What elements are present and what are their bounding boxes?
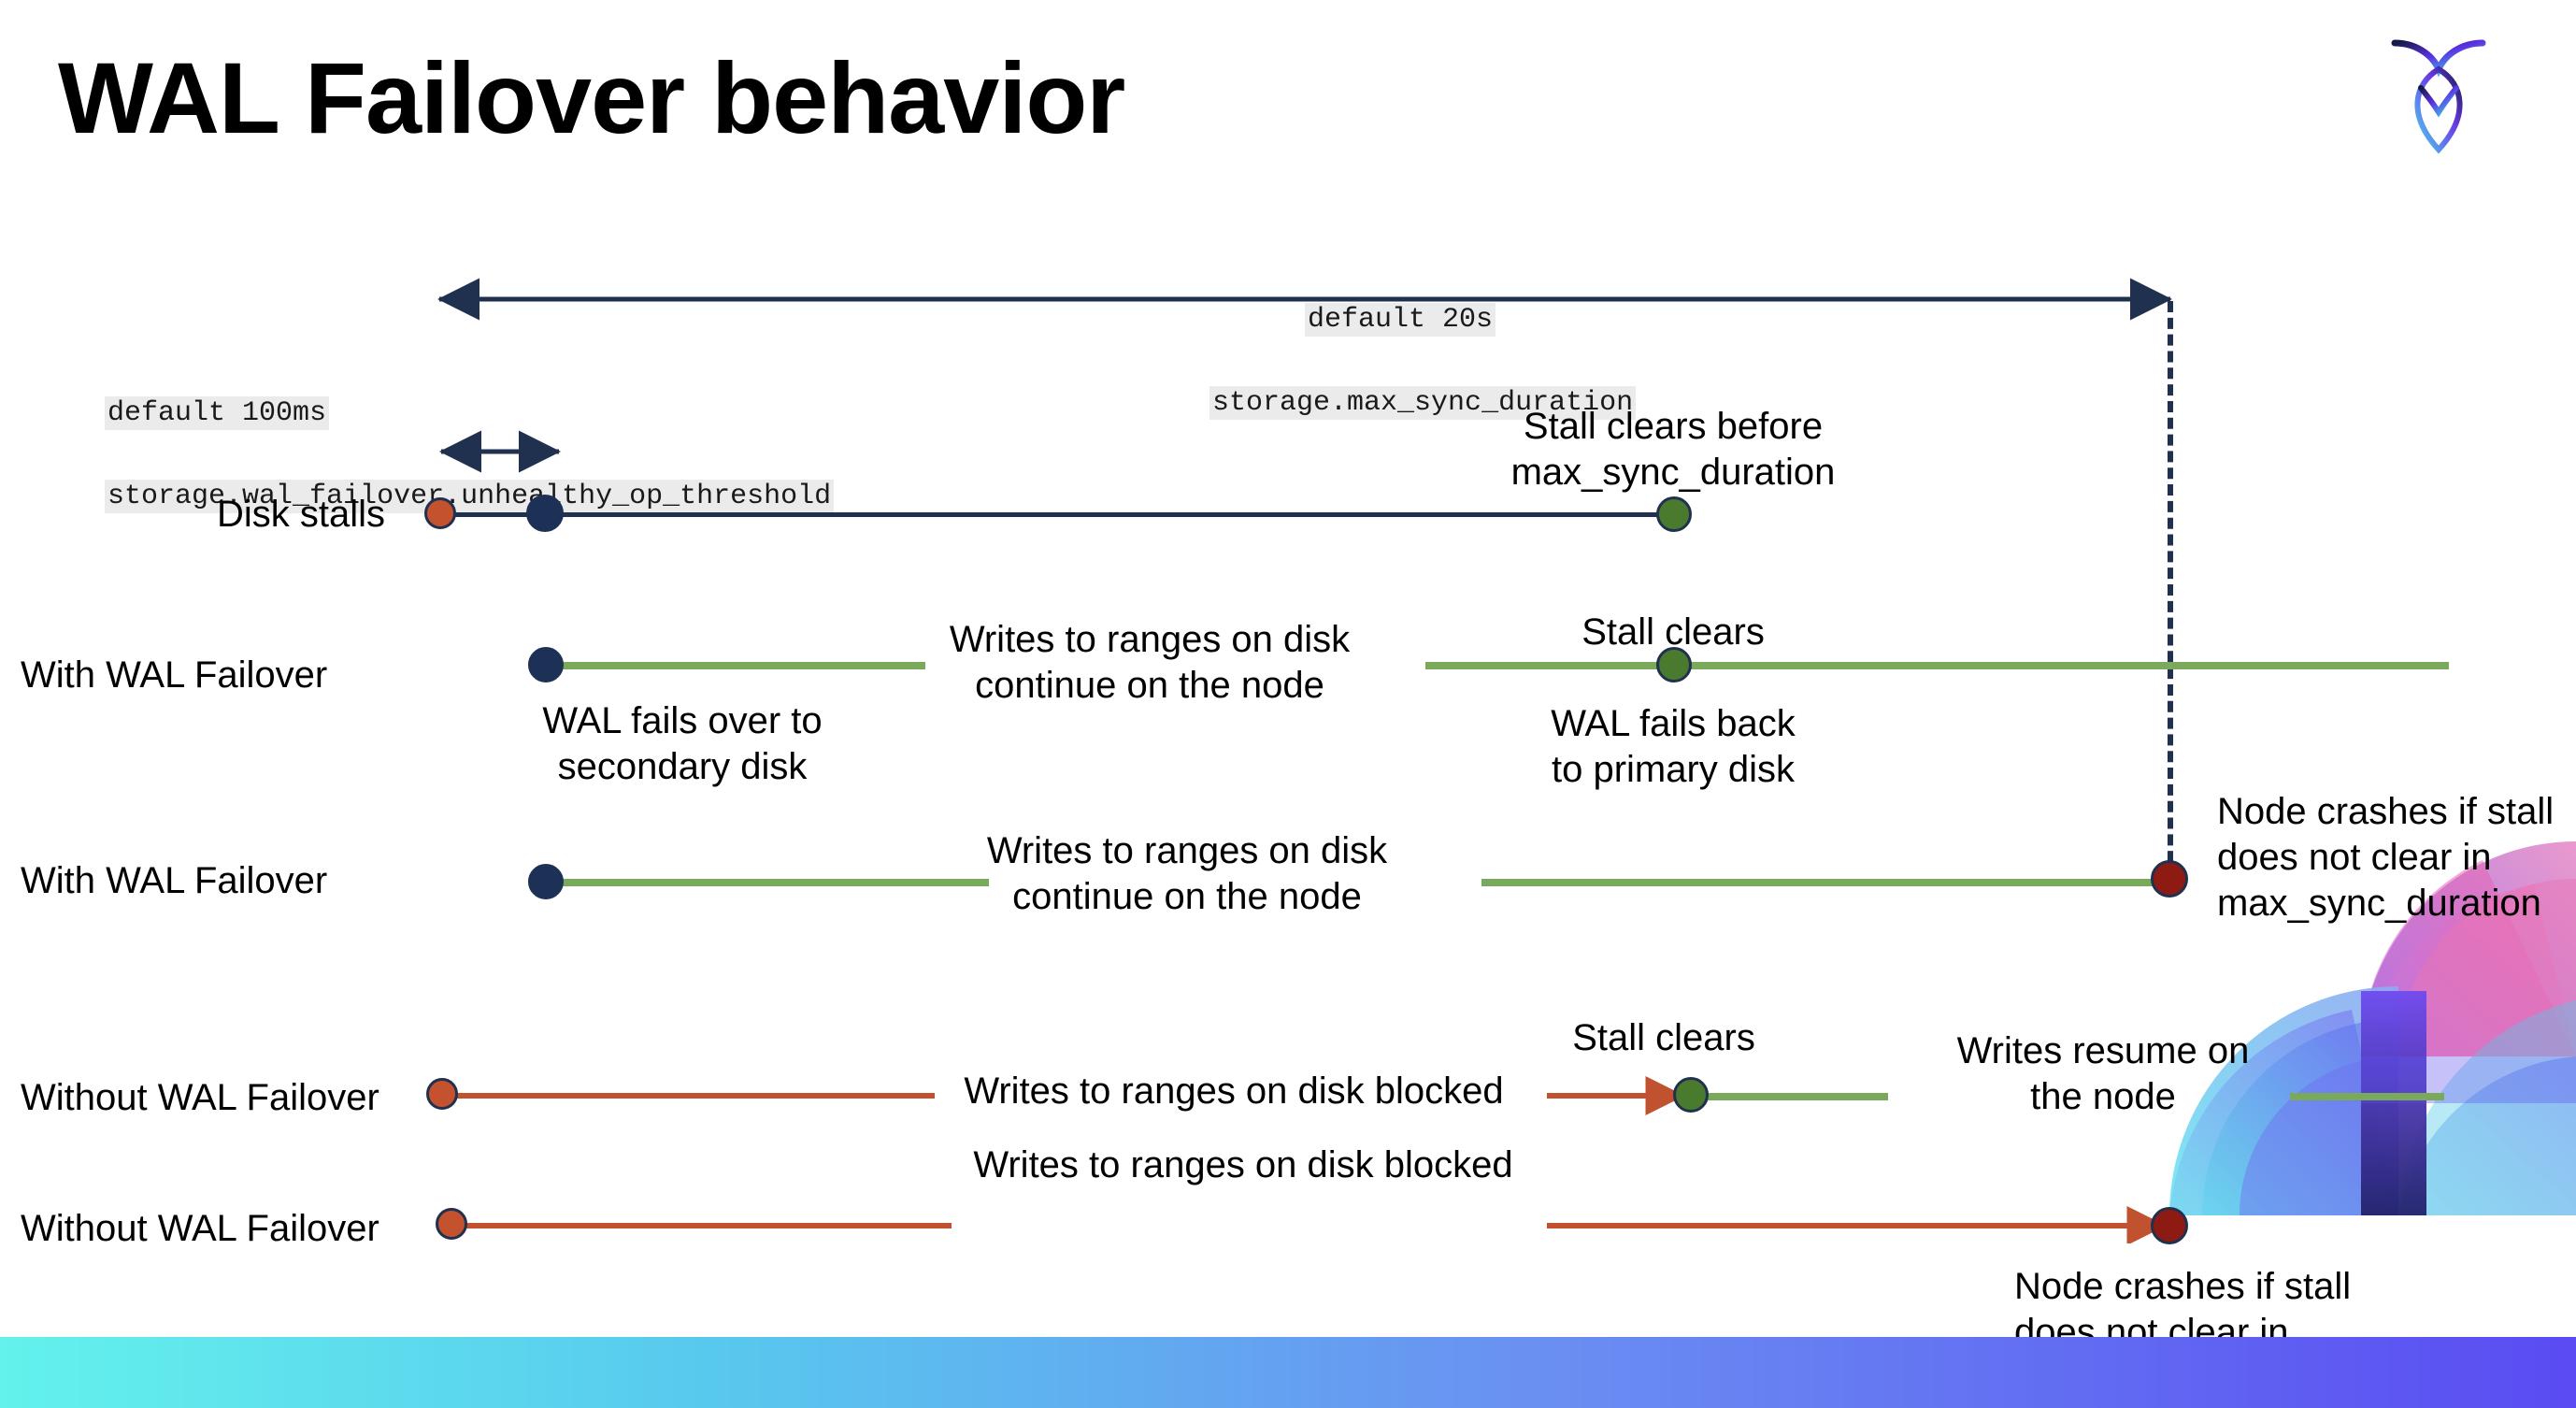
stall-clears-dot-row1 bbox=[1656, 496, 1692, 532]
note-stall-clears-row2: Stall clears bbox=[1581, 611, 1765, 653]
note-writes-continue-row2: Writes to ranges on disk continue on the… bbox=[949, 619, 1351, 706]
page-title: WAL Failover behavior bbox=[58, 41, 1125, 154]
bottom-gradient-bar bbox=[0, 1337, 2576, 1408]
unhealthy-op-setting-label: storage.wal_failover.unhealthy_op_thresh… bbox=[105, 480, 835, 514]
note-stall-clears-row4: Stall clears bbox=[1572, 1017, 1755, 1058]
max-sync-duration-setting-chip: default 20s storage.max_sync_duration bbox=[1142, 258, 1637, 466]
max-sync-default-label: default 20s bbox=[1304, 303, 1496, 338]
without-wal-failover-blocked-segment-row4 bbox=[447, 1093, 935, 1099]
note-writes-resume-row4: Writes resume on the node bbox=[1956, 1030, 2250, 1117]
note-writes-blocked-row5: Writes to ranges on disk blocked bbox=[973, 1144, 1513, 1185]
node-crash-dot-row3 bbox=[2151, 860, 2188, 898]
node-crash-dot-row5 bbox=[2151, 1207, 2188, 1244]
disk-stall-start-dot bbox=[424, 497, 456, 529]
row-label-disk-stalls: Disk stalls bbox=[216, 494, 385, 535]
max-sync-duration-dashed-connector bbox=[2168, 301, 2173, 879]
wal-failover-trigger-dot-row3 bbox=[528, 864, 564, 899]
disk-stall-start-dot-row4 bbox=[426, 1078, 458, 1110]
wal-failover-trigger-dot-row2 bbox=[528, 647, 564, 682]
without-wal-failover-blocked-segment-row5 bbox=[456, 1223, 952, 1228]
unhealthy-op-threshold-setting-chip: default 100ms storage.wal_failover.unhea… bbox=[37, 352, 835, 559]
note-stall-clears-before-max-sync: Stall clears before max_sync_duration bbox=[1510, 406, 1836, 493]
with-wal-failover-crash-segment-b bbox=[1481, 879, 2173, 886]
with-wal-failover-segment-a bbox=[540, 662, 925, 669]
with-wal-failover-segment-b bbox=[1425, 662, 2449, 669]
disk-stall-start-dot-row5 bbox=[436, 1208, 467, 1240]
stall-clears-dot-row4 bbox=[1673, 1077, 1709, 1113]
cockroachdb-logo-icon bbox=[2391, 39, 2486, 154]
unhealthy-op-default-label: default 100ms bbox=[105, 396, 330, 431]
row-label-without-wal-failover-1: Without WAL Failover bbox=[21, 1077, 379, 1118]
stall-clears-dot-row2 bbox=[1656, 647, 1692, 682]
without-wal-failover-resume-segment-row4b bbox=[2290, 1093, 2444, 1100]
row-label-without-wal-failover-2: Without WAL Failover bbox=[21, 1208, 379, 1249]
without-wal-failover-resume-segment-row4 bbox=[1701, 1093, 1888, 1100]
row-label-with-wal-failover-1: With WAL Failover bbox=[21, 654, 328, 696]
note-writes-continue-row3: Writes to ranges on disk continue on the… bbox=[986, 830, 1388, 917]
max-sync-setting-label: storage.max_sync_duration bbox=[1209, 386, 1637, 421]
row-label-with-wal-failover-2: With WAL Failover bbox=[21, 860, 328, 901]
with-wal-failover-crash-segment-a bbox=[540, 879, 989, 886]
note-wal-fails-over-secondary: WAL fails over to secondary disk bbox=[542, 700, 823, 787]
wal-failover-trigger-dot-row1 bbox=[526, 495, 564, 532]
disk-stalls-timeline bbox=[439, 512, 1673, 517]
note-node-crashes-row3: Node crashes if stall does not clear in … bbox=[2217, 791, 2555, 924]
note-wal-fails-back-primary: WAL fails back to primary disk bbox=[1551, 703, 1796, 790]
note-writes-blocked-row4: Writes to ranges on disk blocked bbox=[964, 1070, 1504, 1112]
